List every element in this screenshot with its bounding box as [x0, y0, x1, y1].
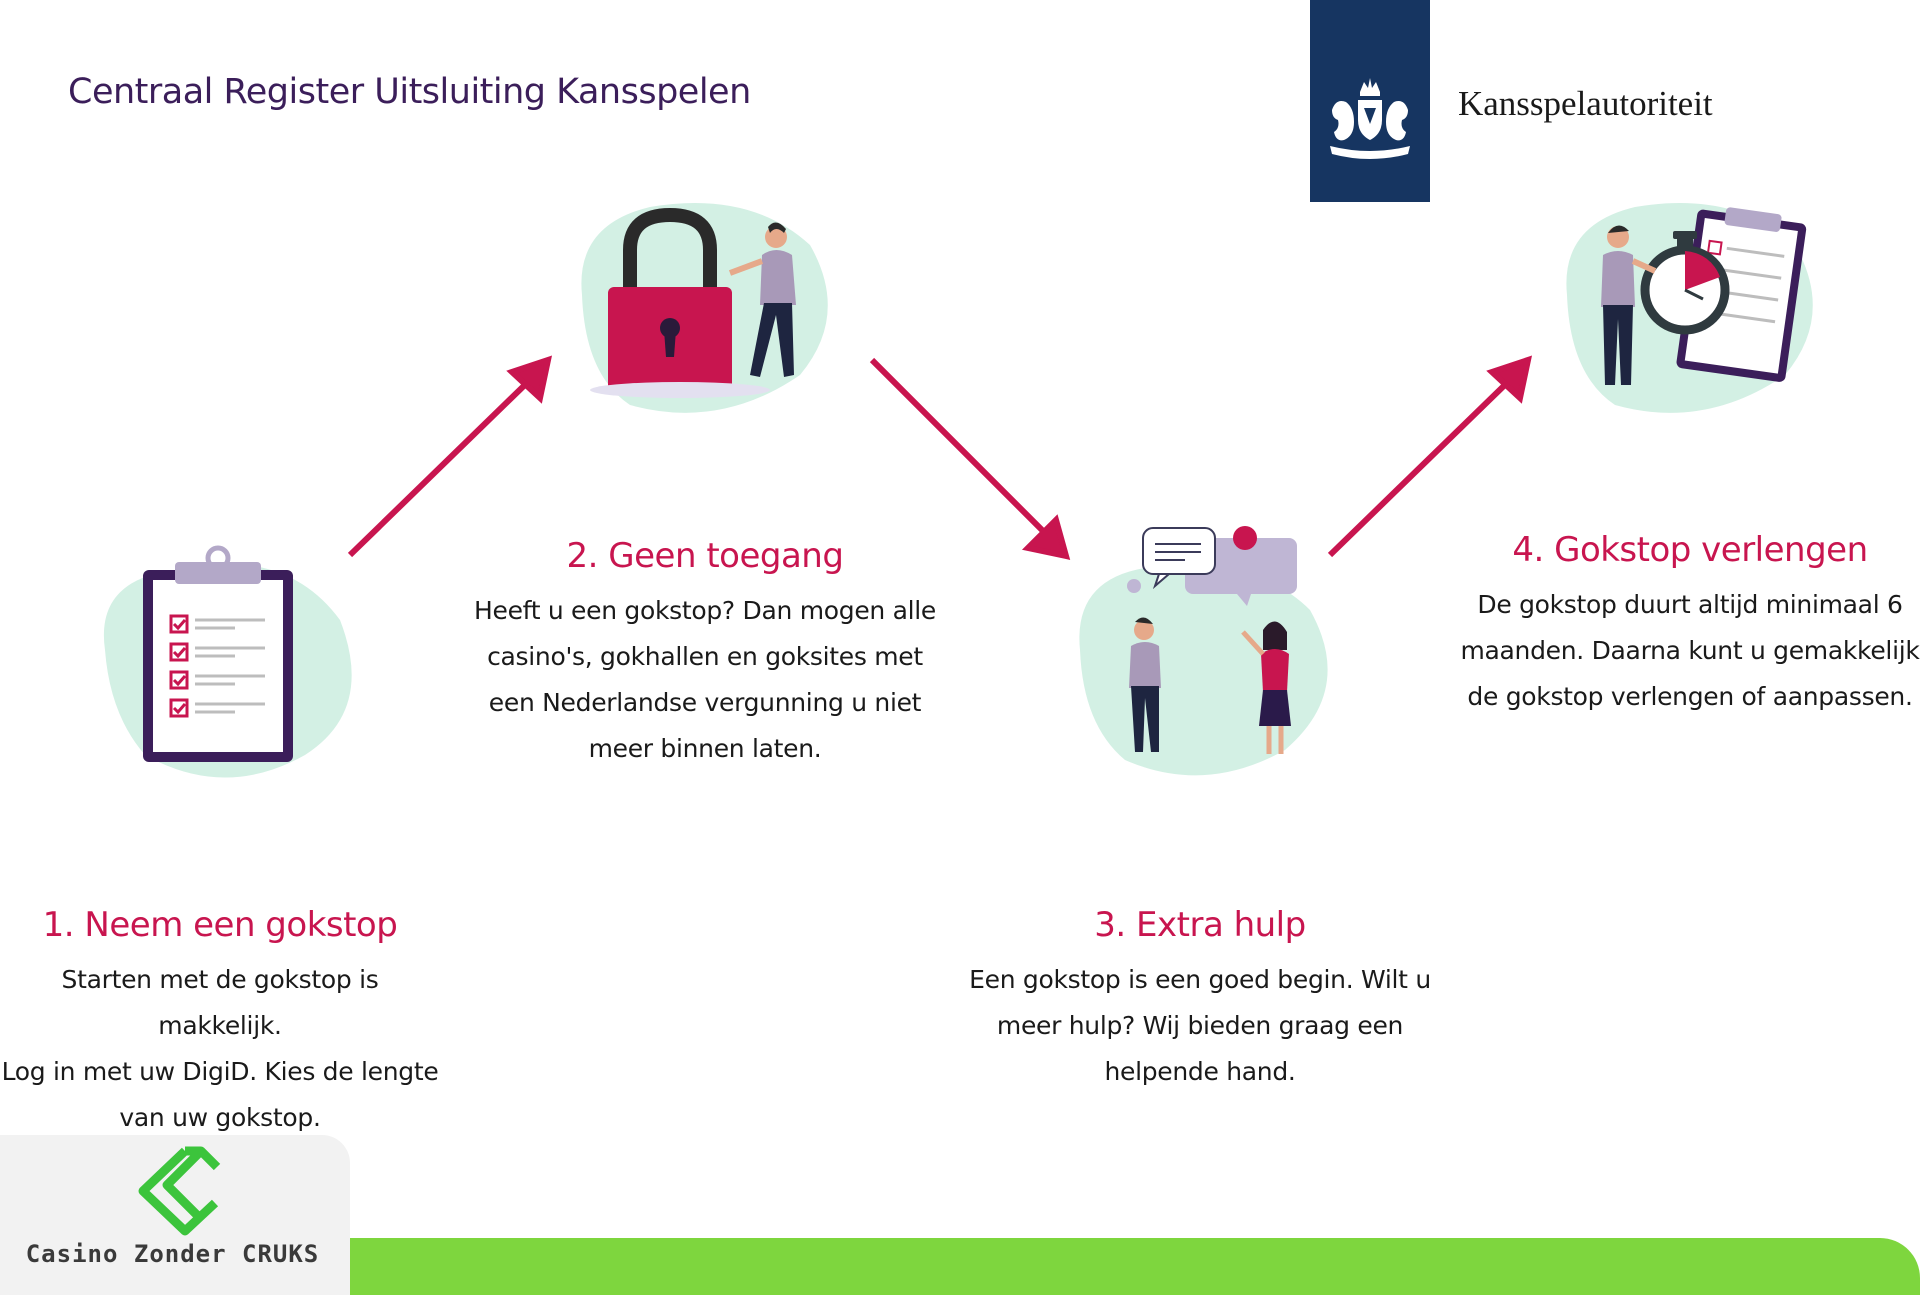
step-2: 2. Geen toegang Heeft u een gokstop? Dan… [470, 536, 940, 772]
step-4-title: 4. Gokstop verlengen [1512, 530, 1868, 570]
step-1-line: van uw gokstop. [119, 1103, 321, 1132]
brand-badge[interactable] [0, 1135, 350, 1295]
step-2-line: een Nederlandse vergunning u niet [488, 688, 922, 717]
step-3-line: meer hulp? Wij bieden graag een [996, 1011, 1404, 1040]
step-1-text: Starten met de gokstop is makkelijk. Log… [0, 957, 440, 1141]
authority-name: Kansspelautoriteit [1458, 84, 1713, 123]
c-logo-icon [138, 1146, 221, 1236]
step-1-title: 1. Neem een gokstop [42, 905, 398, 945]
padlock-icon [581, 202, 828, 413]
step-2-line: casino's, gokhallen en goksites met [487, 642, 923, 671]
chat-bubbles-icon [1079, 526, 1328, 776]
coat-of-arms-icon [1330, 78, 1410, 159]
step-3-text: Een gokstop is een goed begin. Wilt u me… [960, 957, 1440, 1095]
step-4-text: De gokstop duurt altijd minimaal 6 maand… [1455, 582, 1920, 720]
footer-bar [350, 1238, 1920, 1295]
page-title: Centraal Register Uitsluiting Kansspelen [68, 72, 751, 112]
step-3-line: helpende hand. [1104, 1057, 1296, 1086]
brand-name: Casino Zonder CRUKS [25, 1240, 320, 1268]
step-4-line: maanden. Daarna kunt u gemakkelijk [1460, 636, 1920, 665]
step-2-line: Heeft u een gokstop? Dan mogen alle [473, 596, 936, 625]
step-2-title: 2. Geen toegang [566, 536, 844, 576]
step-3: 3. Extra hulp Een gokstop is een goed be… [960, 905, 1440, 1095]
step-1-line: Starten met de gokstop is makkelijk. [61, 965, 379, 1040]
clipboard-checklist-icon [103, 545, 352, 778]
arrow-3-to-4 [1327, 375, 1515, 558]
step-4: 4. Gokstop verlengen De gokstop duurt al… [1455, 530, 1920, 720]
arrow-1-to-2 [347, 375, 535, 558]
arrow-2-to-3 [869, 357, 1053, 541]
step-3-line: Een gokstop is een goed begin. Wilt u [969, 965, 1431, 994]
step-2-line: meer binnen laten. [588, 734, 822, 763]
step-3-title: 3. Extra hulp [1094, 905, 1306, 945]
step-1-line: Log in met uw DigiD. Kies de lengte [1, 1057, 439, 1086]
step-1: 1. Neem een gokstop Starten met de gokst… [0, 905, 440, 1141]
stopwatch-clipboard-icon [1566, 202, 1813, 413]
step-4-line: de gokstop verlengen of aanpassen. [1467, 682, 1913, 711]
step-4-line: De gokstop duurt altijd minimaal 6 [1477, 590, 1903, 619]
authority-logo[interactable] [1310, 0, 1430, 202]
step-2-text: Heeft u een gokstop? Dan mogen alle casi… [470, 588, 940, 772]
